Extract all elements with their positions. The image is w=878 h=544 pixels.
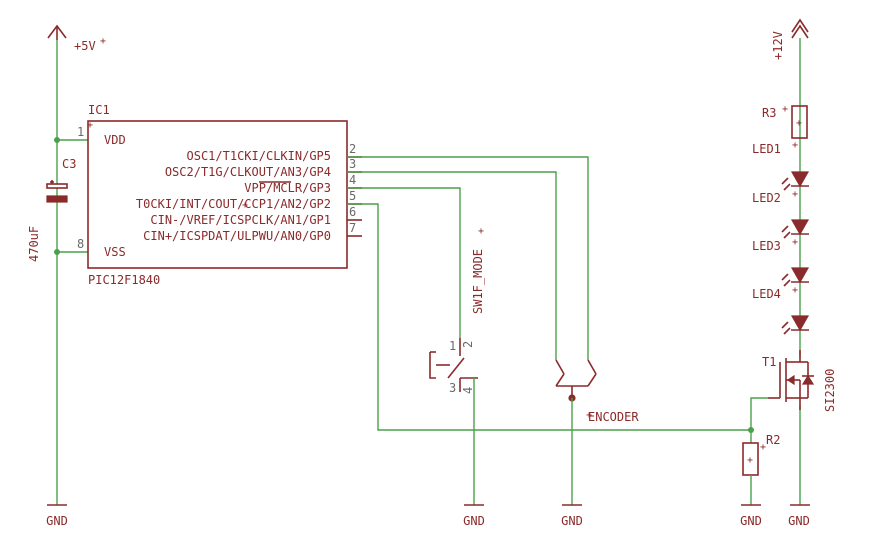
sw1f-mode-label: SW1F_MODE (471, 249, 485, 314)
vcc12-supply: +12V (771, 18, 809, 60)
gp2-net-wire (347, 203, 751, 431)
pin-label-gp0: CIN+/ICSPDAT/ULPWU/AN0/GP0 (143, 229, 331, 243)
led-2: LED2 (752, 191, 810, 239)
led3-label: LED3 (752, 239, 781, 253)
pin-label-gp1: CIN-/VREF/ICSPCLK/AN1/GP1 (150, 213, 331, 227)
svg-text:+: + (760, 442, 766, 453)
gnd-symbol: GND (46, 504, 68, 528)
pin-label-gp5: OSC1/T1CKI/CLKIN/GP5 (187, 149, 332, 163)
svg-text:+: + (478, 226, 484, 237)
svg-text:4: 4 (461, 387, 475, 394)
gnd-label: GND (46, 514, 68, 528)
led-1: LED1 (752, 142, 810, 191)
ic-name: IC1 (88, 103, 110, 117)
pin-number: 2 (349, 142, 356, 156)
vcc5-supply: +5V + (47, 24, 106, 53)
encoder: ENCODER (555, 359, 639, 424)
led-3: LED3 (752, 239, 810, 287)
pin-number: 6 (349, 205, 356, 219)
capacitor-c3: C3 470uF (27, 157, 76, 262)
vcc5-label: +5V (74, 39, 96, 53)
vcc12-label: +12V (771, 31, 785, 60)
pin-number: 1 (77, 125, 84, 139)
pin-label-gp3: VPP/MCLR/GP3 (244, 181, 331, 195)
led4-label: LED4 (752, 287, 781, 301)
svg-text:+: + (792, 237, 798, 248)
svg-text:+: + (586, 410, 592, 421)
c3-label: C3 (62, 157, 76, 171)
switch-sw1f-mode: SW1F_MODE 1 2 3 4 (429, 249, 485, 395)
pin-number: 4 (349, 173, 356, 187)
svg-text:3: 3 (449, 381, 456, 395)
pin-number: 8 (77, 237, 84, 251)
svg-text:+: + (100, 36, 106, 47)
svg-text:+: + (242, 200, 248, 211)
svg-text:+: + (87, 120, 93, 131)
resistor-r2: + R2 (742, 433, 780, 476)
svg-text:+: + (792, 285, 798, 296)
gnd-symbol: GND (561, 504, 583, 528)
svg-text:+: + (792, 140, 798, 151)
junction (54, 249, 60, 255)
gnd-label: GND (788, 514, 810, 528)
gnd-symbol: GND (463, 504, 485, 528)
pin-label-vdd: VDD (104, 133, 126, 147)
r2-label: R2 (766, 433, 780, 447)
ic-value: PIC12F1840 (88, 273, 160, 287)
svg-text:+: + (782, 104, 788, 115)
gnd-symbol: GND (788, 504, 810, 528)
ic-pic: IC1 PIC12F1840 1 VDD 8 VSS OSC1/T1CKI/CL… (77, 103, 362, 287)
resistor-r3: + R3 (762, 105, 808, 139)
pin-number: 7 (349, 221, 356, 235)
svg-text:+: + (747, 455, 753, 466)
pin-number: 5 (349, 189, 356, 203)
pin-number: 3 (349, 157, 356, 171)
mosfet-t1: T1 SI2300 (762, 350, 837, 412)
pin-label-gp2: T0CKI/INT/COUT/CCP1/AN2/GP2 (136, 197, 331, 211)
svg-text:+: + (796, 118, 802, 129)
junction (54, 137, 60, 143)
gp4-net-wire (347, 171, 557, 360)
gnd-label: GND (561, 514, 583, 528)
pin-label-gp4: OSC2/T1G/CLKOUT/AN3/GP4 (165, 165, 331, 179)
pin-label-vss: VSS (104, 245, 126, 259)
gp3-net-wire (347, 187, 461, 338)
gnd-label: GND (740, 514, 762, 528)
t1-label: T1 (762, 355, 776, 369)
led2-label: LED2 (752, 191, 781, 205)
svg-text:2: 2 (461, 341, 475, 348)
svg-text:+: + (792, 189, 798, 200)
svg-text:1: 1 (449, 339, 456, 353)
gnd-label: GND (463, 514, 485, 528)
r3-label: R3 (762, 106, 776, 120)
gp5-net-wire (347, 156, 589, 360)
gnd-symbol: GND (740, 504, 762, 528)
c3-value: 470uF (27, 226, 41, 262)
led1-label: LED1 (752, 142, 781, 156)
led-4: LED4 (752, 287, 810, 335)
t1-value: SI2300 (823, 369, 837, 412)
encoder-label: ENCODER (588, 410, 639, 424)
junction (748, 427, 754, 433)
